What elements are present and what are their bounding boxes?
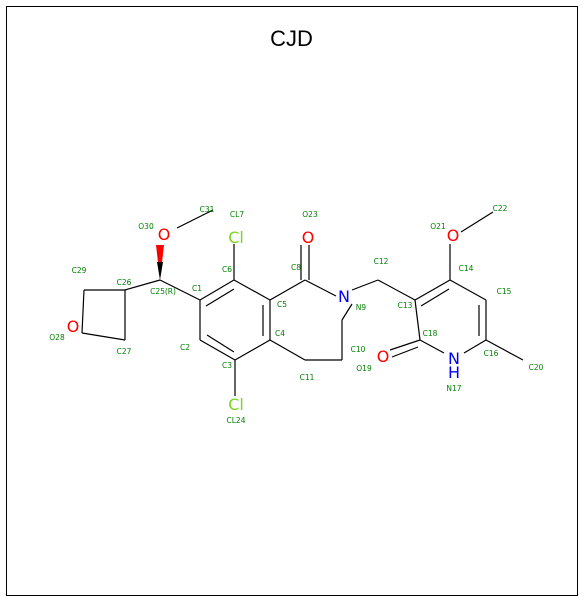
bond-lines [81, 209, 524, 396]
atom-label: C27 [117, 347, 132, 356]
atom-label: C3 [222, 361, 232, 370]
atom-label: C26 [117, 278, 132, 287]
atom-label: C12 [374, 257, 389, 266]
atom-label: C31 [200, 205, 215, 214]
atom-label: N9 [356, 303, 367, 312]
chlorine-atom-symbol: Cl [228, 228, 244, 247]
chlorine-atom-symbol: Cl [228, 395, 244, 414]
atom-label: C29 [72, 266, 87, 275]
oxygen-atom-symbol: O [302, 228, 315, 247]
oxygen-atom-symbol: O [158, 225, 171, 244]
atom-label: N17 [446, 384, 461, 393]
atom-label: O21 [430, 222, 446, 231]
atom-label: O30 [138, 222, 154, 231]
oxygen-atom-symbol: O [447, 226, 460, 245]
atom-label: C15 [497, 287, 512, 296]
atom-label: C4 [275, 329, 285, 338]
atom-label: O23 [302, 210, 318, 219]
atom-label: C13 [398, 301, 413, 310]
atom-label: C11 [300, 373, 315, 382]
atom-label: C2 [180, 343, 190, 352]
oxygen-atom-symbol: O [377, 347, 390, 366]
diagram-frame [6, 6, 578, 596]
atom-label: C16 [484, 349, 499, 358]
nitrogen-atom-symbol: N [448, 349, 460, 368]
atom-label: CL7 [230, 210, 244, 219]
atom-label: C8 [291, 263, 301, 272]
atom-label: O28 [49, 333, 65, 342]
atom-label: C5 [277, 300, 287, 309]
molecule-title: CJD [270, 26, 313, 51]
atom-label: C22 [493, 204, 508, 213]
stereo-wedge-bond-base [157, 262, 163, 280]
atom-label: CL24 [227, 416, 246, 425]
hydrogen-atom-symbol: H [448, 363, 460, 382]
nitrogen-atom-symbol: N [338, 287, 350, 306]
atom-label: C10 [351, 345, 366, 354]
atom-label: C6 [222, 265, 232, 274]
oxygen-atom-symbol: O [67, 317, 80, 336]
atom-label: O19 [356, 364, 372, 373]
atom-label: C20 [529, 363, 544, 372]
atom-label: C25(R) [150, 287, 176, 296]
atom-label: C1 [192, 284, 202, 293]
atom-label: C14 [459, 264, 474, 273]
atom-label: C18 [423, 329, 438, 338]
